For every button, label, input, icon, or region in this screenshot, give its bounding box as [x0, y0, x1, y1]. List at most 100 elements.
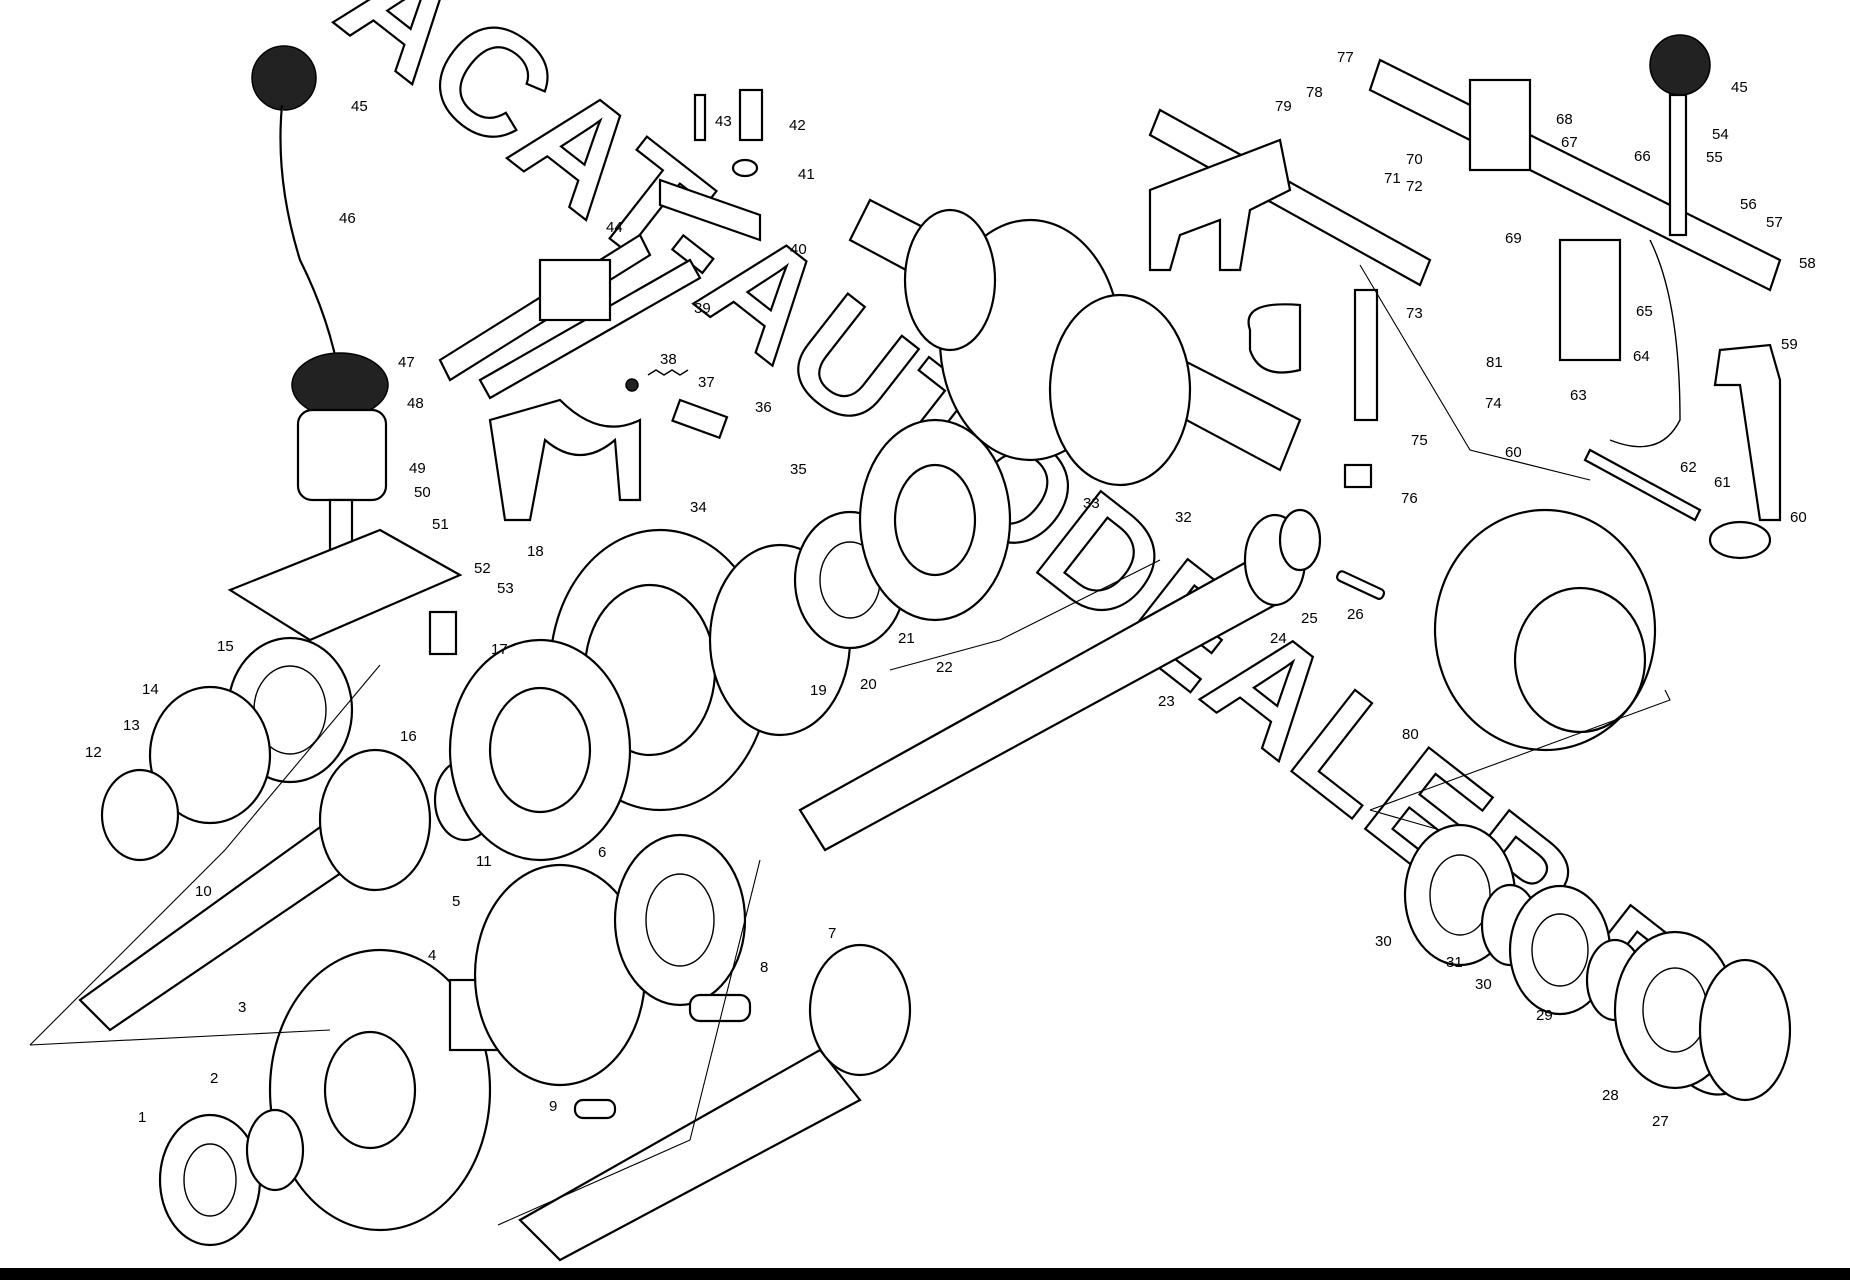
gear-7-part [808, 943, 912, 1077]
lever-boot-part [291, 352, 389, 418]
bearing-1-part [158, 1113, 262, 1247]
part-label-5: 5 [452, 893, 460, 910]
part-label-30b: 30 [1475, 976, 1492, 993]
rod-62-part [1583, 448, 1702, 522]
differential-bearings [1403, 823, 1792, 1102]
ring-2-part [245, 1108, 305, 1192]
part-label-52: 52 [474, 560, 491, 577]
part-label-63: 63 [1570, 387, 1587, 404]
part-label-42: 42 [789, 117, 806, 134]
part-label-18: 18 [527, 543, 544, 560]
key-8-part [688, 993, 752, 1023]
part-label-40: 40 [790, 241, 807, 258]
part-label-16: 16 [400, 728, 417, 745]
part-label-64: 64 [1633, 348, 1650, 365]
part-label-46: 46 [339, 210, 356, 227]
part-label-26: 26 [1347, 606, 1364, 623]
part-label-11: 11 [476, 853, 492, 870]
part-label-77: 77 [1337, 49, 1354, 66]
part-label-48: 48 [407, 395, 424, 412]
part-label-6: 6 [598, 844, 606, 861]
pin-75-part [1353, 288, 1379, 422]
part-label-47: 47 [398, 354, 415, 371]
clevis-60-part [1708, 520, 1772, 560]
part-label-4: 4 [428, 947, 436, 964]
part-label-8: 8 [760, 959, 768, 976]
part-label-80: 80 [1402, 726, 1419, 743]
block-76-part [1343, 463, 1373, 489]
part-label-49: 49 [409, 460, 426, 477]
bracket-81-part [1247, 303, 1302, 374]
part-label-22: 22 [936, 659, 953, 676]
part-label-10: 10 [195, 883, 212, 900]
part-label-32: 32 [1175, 509, 1192, 526]
part-label-33: 33 [1083, 495, 1100, 512]
fork-34-part [488, 398, 642, 522]
spring-37-part [647, 369, 689, 376]
part-label-17: 17 [491, 641, 508, 658]
part-label-44: 44 [606, 219, 623, 236]
part-label-71: 71 [1384, 170, 1401, 187]
cotter-pin-26-part [1335, 570, 1386, 600]
arm-59-part [1713, 343, 1782, 522]
part-label-67: 67 [1561, 134, 1578, 151]
lever-housing-part [296, 408, 388, 502]
part-label-39: 39 [694, 300, 711, 317]
washer-41-part [731, 158, 759, 178]
part-label-7: 7 [828, 925, 836, 942]
part-label-38: 38 [660, 351, 677, 368]
part-label-14: 14 [142, 681, 159, 698]
part-label-45-left: 45 [351, 98, 368, 115]
shift-rail-71-part [1148, 108, 1432, 287]
part-label-78: 78 [1306, 84, 1323, 101]
part-label-12: 12 [85, 744, 102, 761]
part-label-28: 28 [1602, 1087, 1619, 1104]
part-label-29: 29 [1536, 1007, 1553, 1024]
part-label-76: 76 [1401, 490, 1418, 507]
part-label-53: 53 [497, 580, 514, 597]
part-label-56: 56 [1740, 196, 1757, 213]
lever-rod-part [279, 104, 342, 381]
part-label-41: 41 [798, 166, 815, 183]
part-label-2: 2 [210, 1070, 218, 1087]
gear-shift-lever-left [227, 45, 463, 656]
circlip-14-part [148, 685, 272, 825]
part-label-72: 72 [1406, 178, 1423, 195]
part-label-81: 81 [1486, 354, 1503, 371]
ball-38-part [625, 378, 639, 392]
part-label-75: 75 [1411, 432, 1428, 449]
bracket-68-part [1468, 78, 1532, 172]
right-shift-mechanism [1148, 34, 1782, 560]
part-label-57: 57 [1766, 214, 1783, 231]
cluster-gears [448, 418, 1012, 862]
part-label-25: 25 [1301, 610, 1318, 627]
part-label-70: 70 [1406, 151, 1423, 168]
countershaft-part [518, 1048, 862, 1262]
part-label-51: 51 [432, 516, 449, 533]
part-label-69: 69 [1505, 230, 1522, 247]
part-label-27: 27 [1652, 1113, 1669, 1130]
bolt-42-part [738, 88, 764, 142]
shift-fork-left-group [438, 88, 764, 522]
part-label-50: 50 [414, 484, 431, 501]
part-label-19: 19 [810, 682, 827, 699]
part-label-74: 74 [1485, 395, 1502, 412]
screw-36-part [671, 398, 729, 440]
part-label-36: 36 [755, 399, 772, 416]
main-shaft-group [798, 508, 1386, 852]
part-label-13: 13 [123, 717, 140, 734]
guide-lines [29, 264, 1671, 1226]
ring-27-part [1698, 958, 1792, 1102]
part-label-31: 31 [1446, 954, 1463, 971]
pin-43-part [693, 93, 707, 142]
bottom-border-bar [0, 1268, 1850, 1280]
lever-knob-part [251, 45, 317, 111]
part-label-73: 73 [1406, 305, 1423, 322]
part-label-62: 62 [1680, 459, 1697, 476]
retainer-40-part [658, 178, 762, 242]
pinion-collar-part [903, 208, 997, 352]
part-label-30a: 30 [1375, 933, 1392, 950]
part-label-24: 24 [1270, 630, 1287, 647]
part-label-55: 55 [1706, 149, 1723, 166]
part-label-21: 21 [898, 630, 915, 647]
